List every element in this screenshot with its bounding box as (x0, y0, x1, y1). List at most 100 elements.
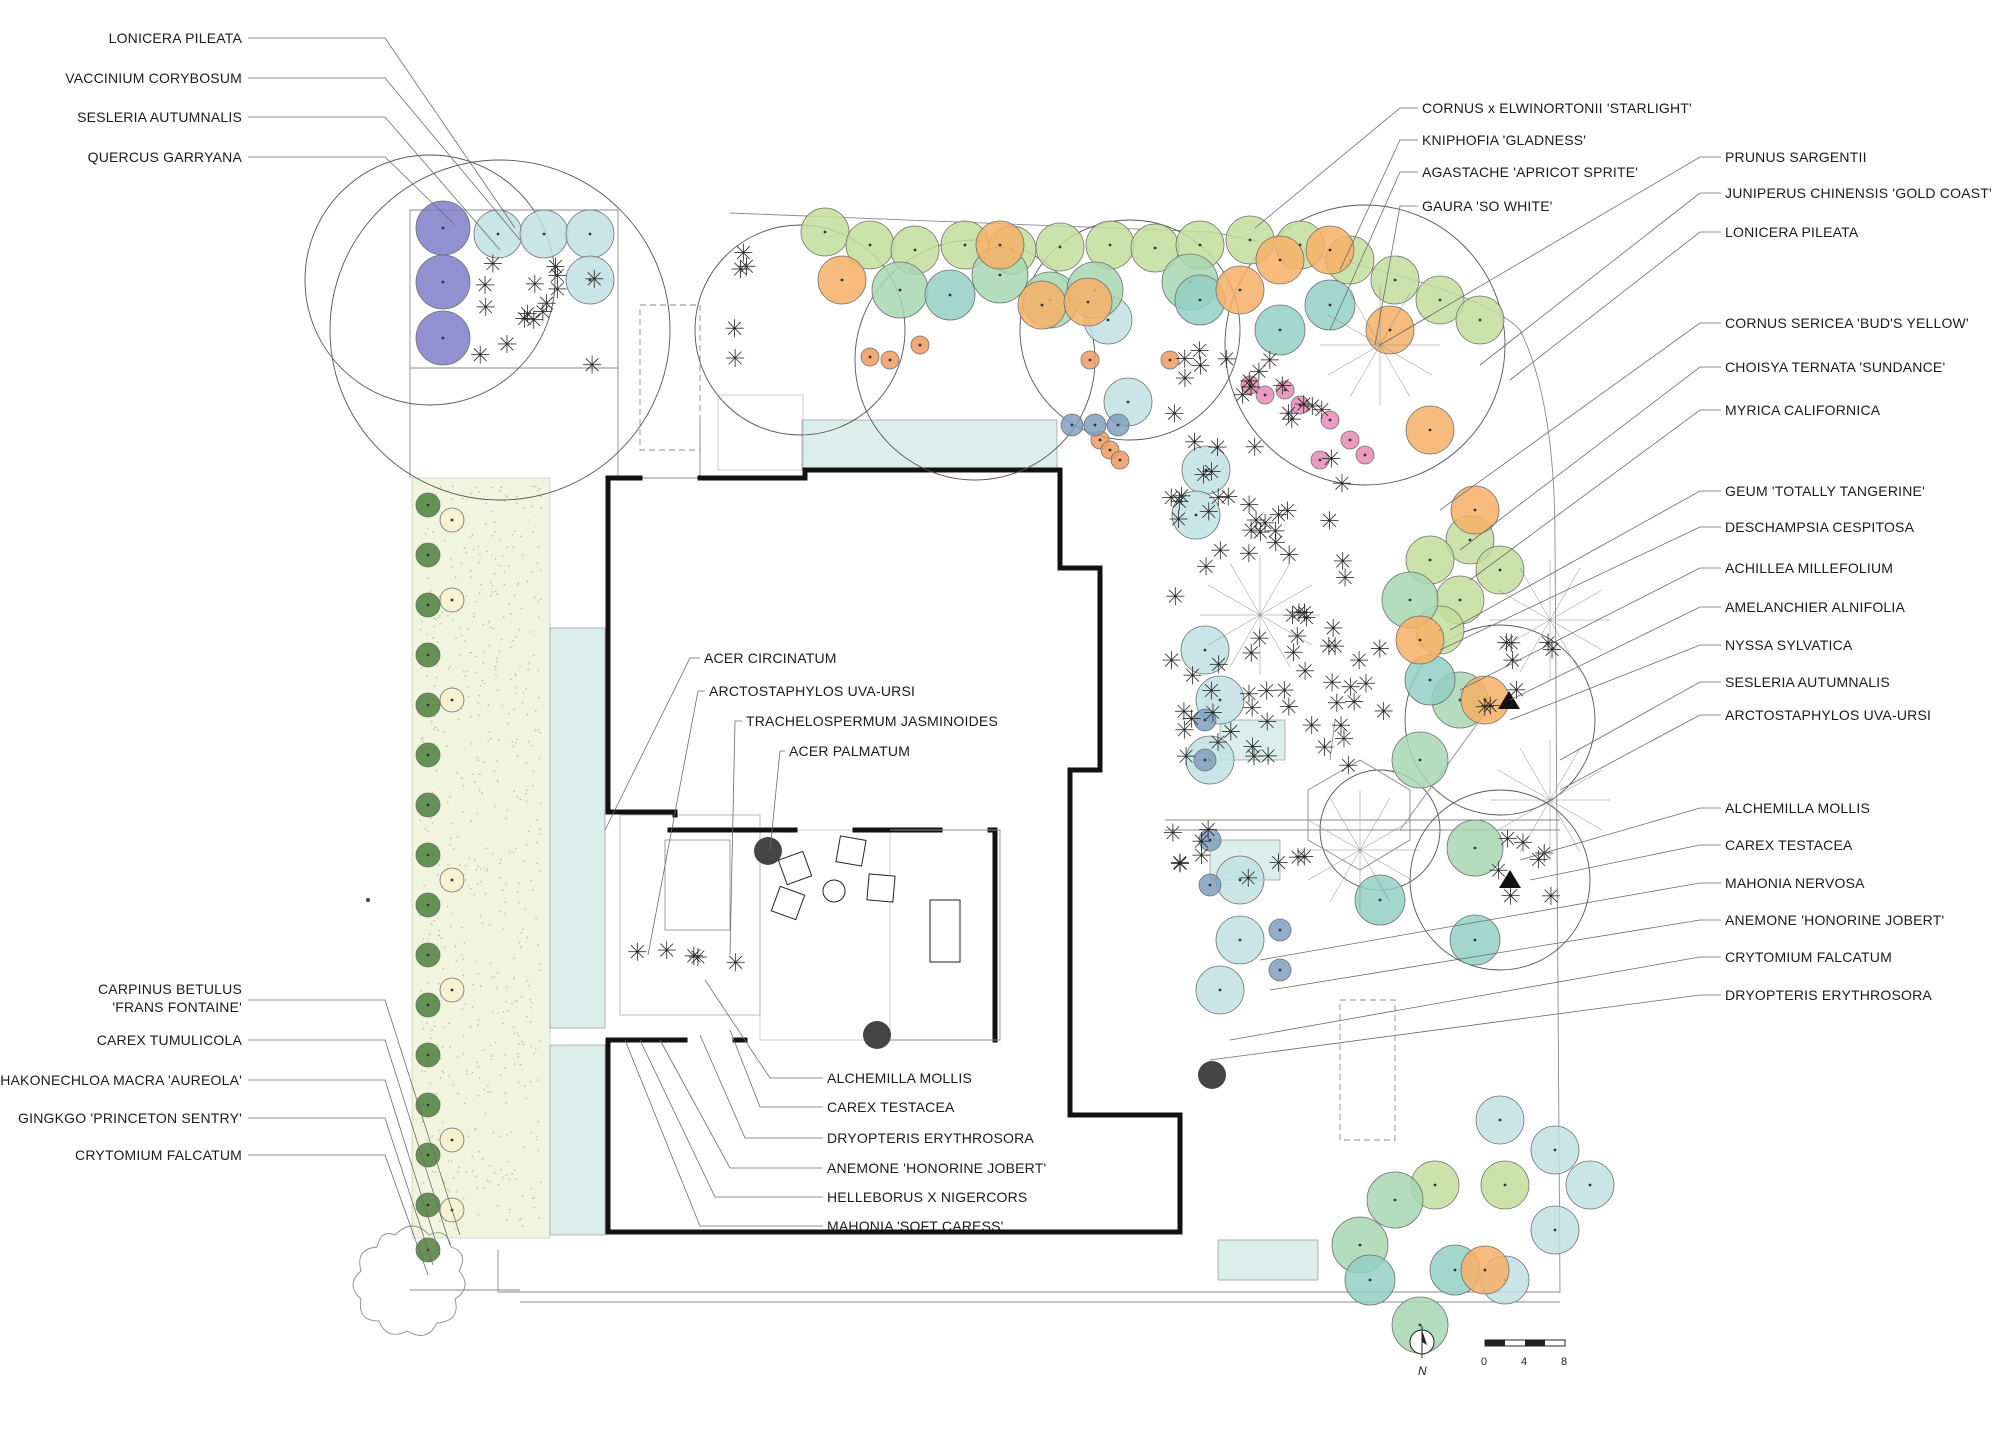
grass-symbol (1172, 486, 1191, 505)
tree-marker-icon (1499, 870, 1521, 888)
grass-symbol (628, 942, 647, 961)
grass-symbol (1239, 544, 1258, 563)
tree-symbols (1200, 285, 1610, 910)
plant-symbol (1475, 545, 1525, 595)
plant-symbol (1449, 914, 1501, 966)
plant-label: ACER PALMATUM (789, 743, 910, 759)
grass-symbol (1290, 603, 1309, 622)
leader-lines (248, 37, 1721, 1276)
grass-symbol (1332, 474, 1351, 493)
plant-symbol (1198, 828, 1222, 852)
grass-symbol (1199, 820, 1218, 839)
plant-symbol (415, 1042, 441, 1068)
plant-label: ARCTOSTAPHYLOS UVA-URSI (709, 683, 915, 699)
plant-symbol (415, 942, 441, 968)
plant-symbol (1460, 1245, 1510, 1295)
grass-symbol (1502, 633, 1521, 652)
plant-label: NYSSA SYLVATICA (1725, 637, 1853, 653)
grass-symbol (476, 275, 495, 294)
grass-symbol (1203, 703, 1222, 722)
plant-symbol (415, 1142, 441, 1168)
grass-symbol (1279, 404, 1298, 423)
grass-symbol (585, 269, 604, 288)
label-group-left-top: LONICERA PILEATA VACCINIUM CORYBOSUM SES… (65, 30, 242, 165)
plant-label: GEUM 'TOTALLY TANGERINE' (1725, 483, 1925, 499)
plant-symbol (1215, 855, 1265, 905)
grass-symbol (1240, 495, 1259, 514)
plant-symbol (1255, 235, 1305, 285)
grass-symbol (1339, 756, 1358, 775)
plant-label: KNIPHOFIA 'GLADNESS' (1422, 132, 1586, 148)
plant-symbol (1391, 731, 1449, 789)
grass-symbol (725, 319, 744, 338)
plant-symbol (1370, 255, 1420, 305)
grass-symbol (1498, 829, 1517, 848)
plant-symbol (1320, 410, 1340, 430)
grass-symbol (657, 941, 676, 960)
grass-symbol (1278, 501, 1297, 520)
grass-symbol (1266, 521, 1285, 540)
plant-symbol (1405, 535, 1455, 585)
plant-symbol (1415, 275, 1465, 325)
plant-symbol (1171, 490, 1221, 540)
tree-center-icon (1490, 560, 1610, 680)
label-group-center-bottom: ALCHEMILLA MOLLIS CAREX TESTACEA DRYOPTE… (827, 1070, 1046, 1234)
plant-symbol (1181, 445, 1231, 495)
plant-symbol (415, 1192, 441, 1218)
scale-bar: 0 4 8 (1481, 1339, 1567, 1368)
grass-symbol (546, 257, 565, 276)
plant-label: ACER CIRCINATUM (704, 650, 837, 666)
grass-symbol (1245, 437, 1264, 456)
plant-symbol (565, 255, 615, 305)
grass-symbol (1175, 720, 1194, 739)
grass-symbol (1183, 666, 1202, 685)
plant-label: CAREX TUMULICOLA (97, 1032, 243, 1048)
plant-label: LONICERA PILEATA (109, 30, 243, 46)
grass-symbol (1242, 643, 1261, 662)
plant-symbol (924, 269, 976, 321)
plant-symbol (415, 310, 471, 366)
grass-symbol (1370, 639, 1389, 658)
grass-symbol (1242, 521, 1261, 540)
plant-label: HELLEBORUS X NIGERCORS (827, 1189, 1027, 1205)
grass-symbol (1315, 738, 1334, 757)
plant-label: TRACHELOSPERMUM JASMINOIDES (746, 713, 998, 729)
grass-symbol (1166, 587, 1185, 606)
grass-symbol (1245, 747, 1264, 766)
grass-symbol (476, 297, 495, 316)
label-group-right: PRUNUS SARGENTII JUNIPERUS CHINENSIS 'GO… (1725, 149, 1992, 1003)
grass-symbol (1288, 627, 1307, 646)
plant-symbol (1446, 819, 1504, 877)
grass-symbol (1539, 633, 1558, 652)
plant-symbol (439, 977, 465, 1003)
grass-symbol (1326, 637, 1345, 656)
plant-symbol (415, 892, 441, 918)
grass-symbol (1162, 651, 1181, 670)
plant-symbol (880, 350, 900, 370)
plant-label: DESCHAMPSIA CESPITOSA (1725, 519, 1915, 535)
grass-symbol (1251, 523, 1270, 542)
plant-symbol (1354, 874, 1406, 926)
plant-symbol (1366, 1171, 1424, 1229)
grass-symbol (1170, 492, 1189, 511)
grass-symbol (1192, 846, 1211, 865)
survey-point (366, 898, 370, 902)
plant-symbol (1450, 485, 1500, 535)
plant-symbol (1530, 1125, 1580, 1175)
grass-symbol (1247, 511, 1266, 530)
scale-tick-label: 4 (1521, 1356, 1527, 1368)
grass-symbol (1243, 698, 1262, 717)
grass-symbol (1185, 432, 1204, 451)
plant-label: CHOISYA TERNATA 'SUNDANCE' (1725, 359, 1945, 375)
grass-symbol (525, 274, 544, 293)
plant-symbol (1160, 350, 1180, 370)
grass-symbol (1250, 629, 1269, 648)
plant-symbol (817, 255, 867, 305)
grass-symbol (1535, 843, 1554, 862)
plant-symbol (1035, 222, 1085, 272)
grass-symbol (1333, 551, 1352, 570)
grass-symbol (1202, 681, 1221, 700)
grass-symbol (1169, 510, 1188, 529)
plant-symbol (1110, 450, 1130, 470)
